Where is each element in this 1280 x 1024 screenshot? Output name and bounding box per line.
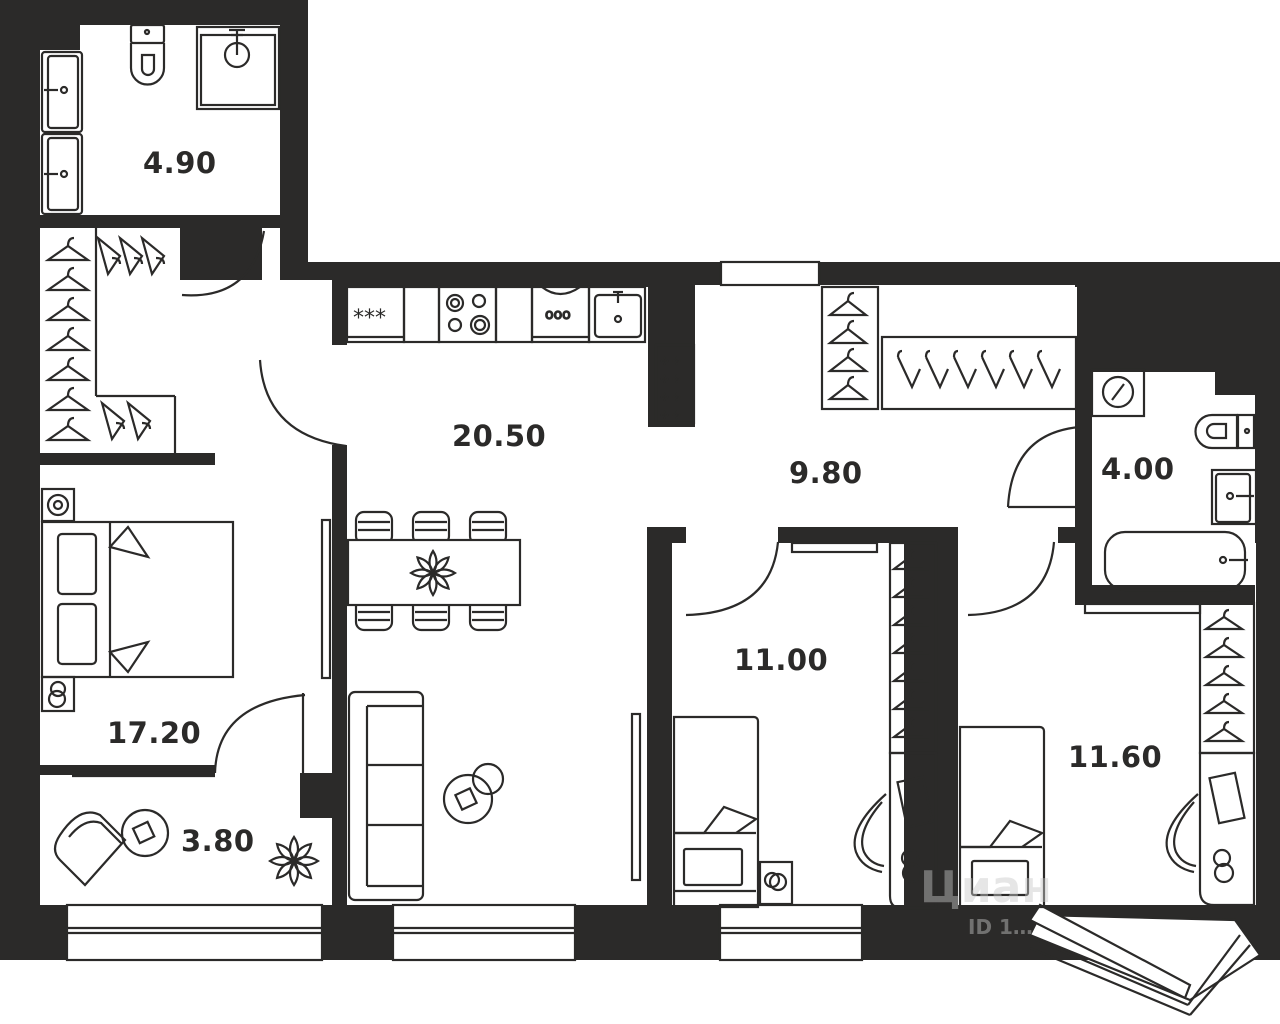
svg-text:✣ ✣: ✣ ✣ xyxy=(660,410,682,422)
plant-icon xyxy=(40,487,76,523)
room-hallway-top xyxy=(695,285,1075,295)
washing-machine-icon xyxy=(40,50,84,216)
room-corridor-door xyxy=(262,228,280,288)
room-hallway-east xyxy=(1010,430,1075,510)
room-balcony xyxy=(40,787,335,905)
toilet-icon xyxy=(1194,413,1256,450)
wall xyxy=(80,215,182,228)
chair-icon xyxy=(853,793,887,874)
svg-text:***: *** xyxy=(353,306,386,331)
door-swing-icon xyxy=(258,359,347,448)
sofa-icon xyxy=(347,690,425,902)
door-swing-icon xyxy=(181,230,266,297)
wall xyxy=(300,773,332,818)
sink-icon xyxy=(1210,468,1258,526)
room-bedroom-2-door xyxy=(686,527,778,547)
wall xyxy=(944,527,958,917)
room-living-kitchen-top xyxy=(260,345,350,445)
tv-icon xyxy=(320,518,332,680)
svg-text:✣ ✣: ✣ ✣ xyxy=(660,374,682,386)
room-area-label: 3.80 xyxy=(181,824,255,858)
dining-table-icon xyxy=(346,510,522,632)
svg-text:ooo: ooo xyxy=(545,307,571,323)
door-swing-icon xyxy=(685,541,780,617)
shower-icon xyxy=(195,25,281,111)
tv-icon xyxy=(630,712,642,882)
washing-machine-icon xyxy=(1090,368,1146,418)
kitchen-counter-icon: *** ooo xyxy=(345,285,647,344)
room-area-label: 9.80 xyxy=(789,456,863,490)
wall xyxy=(280,215,308,262)
armchair-icon xyxy=(53,811,127,887)
coffee-table-icon xyxy=(120,808,170,858)
room-bathroom-1 xyxy=(80,25,280,215)
wall xyxy=(672,527,686,543)
bathtub-icon xyxy=(1103,530,1248,592)
room-area-label: 20.50 xyxy=(452,419,547,453)
svg-text:✣ ✣: ✣ ✣ xyxy=(660,356,682,368)
chair-icon xyxy=(1165,793,1199,874)
wardrobe-icon xyxy=(888,541,938,910)
room-bedroom-3-top xyxy=(958,527,1058,547)
wall xyxy=(262,215,280,228)
wall xyxy=(1058,527,1092,543)
room-area-label: 17.20 xyxy=(107,716,202,750)
wall xyxy=(40,453,215,465)
wardrobe-icon xyxy=(1198,601,1256,907)
door-swing-icon xyxy=(1006,425,1081,509)
wardrobe-icon xyxy=(44,228,177,453)
room-bedroom-2 xyxy=(672,543,904,905)
wall xyxy=(647,527,672,917)
bed-single-icon xyxy=(672,715,760,909)
bed-double-icon xyxy=(40,520,235,679)
room-bathroom-2-notch xyxy=(1090,370,1215,400)
watermark-id: ID 1… xyxy=(968,915,1033,939)
watermark-brand: Циан xyxy=(920,862,1052,913)
bed-single-icon xyxy=(958,725,1046,909)
room-area-label: 4.00 xyxy=(1101,452,1175,486)
svg-text:✣ ✣: ✣ ✣ xyxy=(660,392,682,404)
flower-icon xyxy=(268,835,320,887)
door-swing-icon xyxy=(213,693,306,774)
coffee-table-icon xyxy=(442,762,505,825)
wall xyxy=(1215,360,1280,395)
wardrobe-icon xyxy=(820,285,1078,411)
wall xyxy=(332,287,347,345)
wall xyxy=(332,445,347,915)
nightstand-icon xyxy=(758,860,794,906)
room-hall-strip xyxy=(215,453,332,773)
room-area-label: 11.00 xyxy=(734,643,829,677)
room-area-label: 11.60 xyxy=(1068,740,1163,774)
door-swing-icon xyxy=(967,541,1056,617)
room-area-label: 4.90 xyxy=(143,146,217,180)
fridge-icon: ✣ ✣ ✣ ✣ ✣ ✣ ✣ ✣ xyxy=(654,343,696,425)
room-hallway xyxy=(647,287,1077,527)
lamp-icon xyxy=(40,675,76,713)
toilet-icon xyxy=(129,23,166,86)
